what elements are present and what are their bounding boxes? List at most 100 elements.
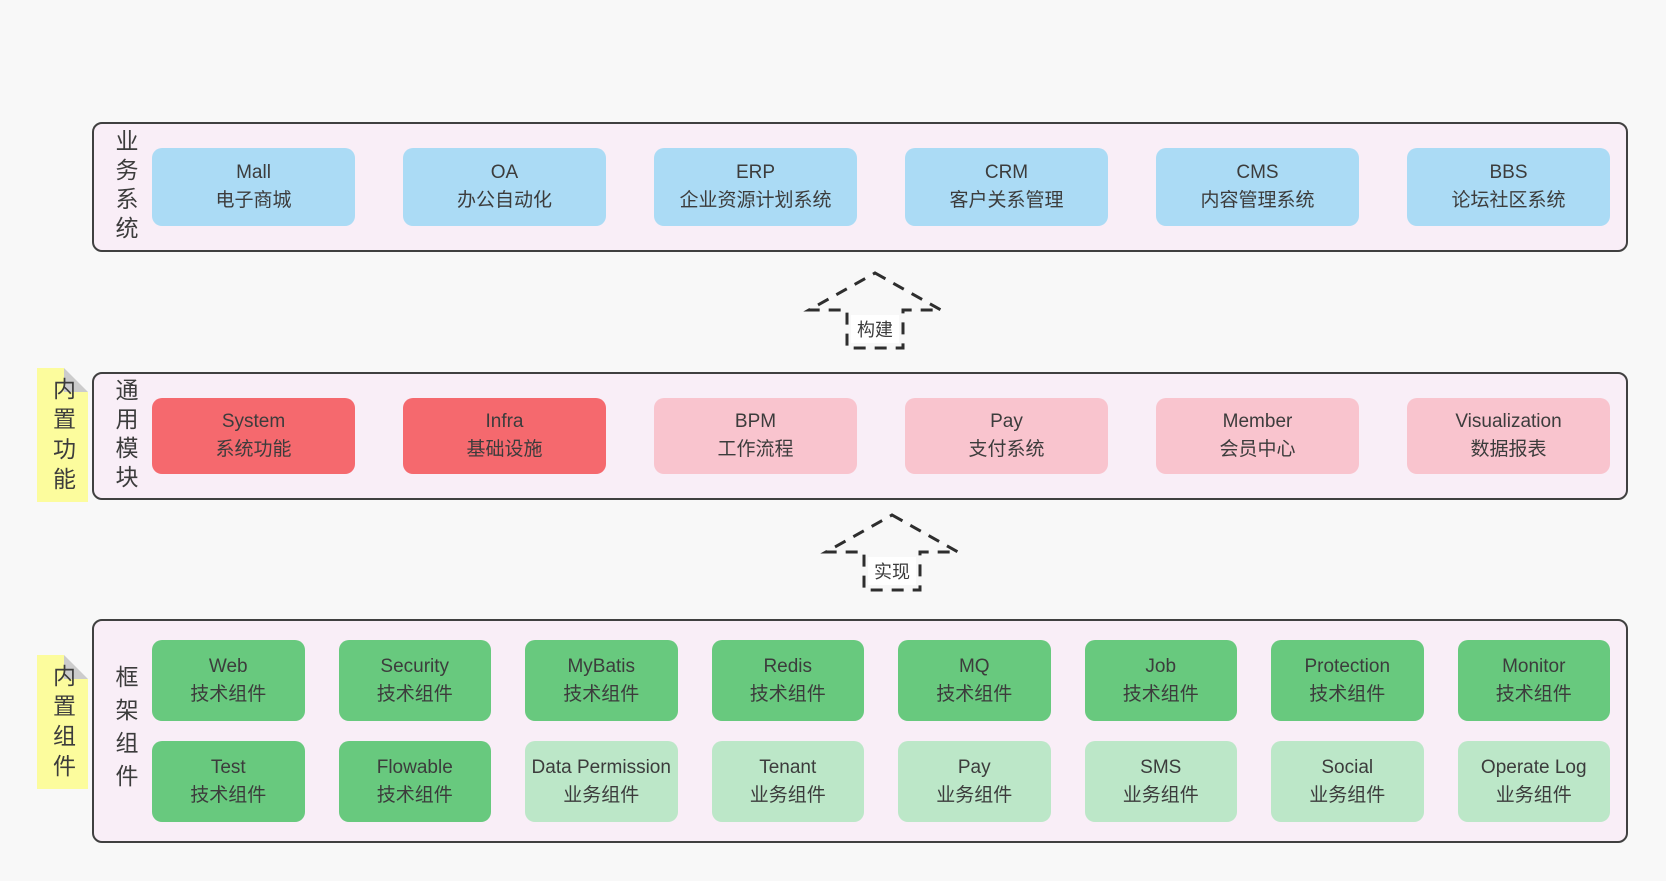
module-name: Tenant xyxy=(759,756,817,778)
module-desc: 论坛社区系统 xyxy=(1451,190,1566,211)
module-desc: 技术组件 xyxy=(1495,683,1572,705)
arrow-build-label: 构建 xyxy=(857,320,893,340)
module-desc: 业务组件 xyxy=(936,784,1013,806)
module-desc: 业务组件 xyxy=(1309,784,1386,806)
note-fold-corner xyxy=(64,368,88,392)
module-box-security: Security 技术组件 xyxy=(338,640,491,721)
module-box-protection: Protection 技术组件 xyxy=(1271,640,1424,721)
module-desc: 工作流程 xyxy=(717,439,794,460)
panel-grid-common: System 系统功能 Infra 基础设施 BPM 工作流程 Pay 支付系统 Member 会… xyxy=(152,374,1610,498)
module-desc: 会员中心 xyxy=(1219,439,1296,460)
module-name: CMS xyxy=(1236,162,1279,184)
note-label: 内置组件 xyxy=(49,664,76,784)
module-name: Pay xyxy=(990,411,1023,433)
module-desc: 技术组件 xyxy=(376,683,453,705)
module-desc: 技术组件 xyxy=(1122,683,1199,705)
module-box-bpm: BPM 工作流程 xyxy=(654,398,857,474)
module-name: OA xyxy=(490,162,519,184)
arrow-build: 构建 xyxy=(800,270,950,350)
module-box-monitor: Monitor 技术组件 xyxy=(1457,640,1610,721)
module-name: Test xyxy=(210,756,246,778)
note-fold-corner xyxy=(64,655,88,679)
module-desc: 业务组件 xyxy=(1495,784,1572,806)
module-desc: 业务组件 xyxy=(749,784,826,806)
module-desc: 客户关系管理 xyxy=(949,190,1064,211)
module-desc: 技术组件 xyxy=(936,683,1013,705)
panel-side-label: 框架组件 xyxy=(112,665,138,797)
module-name: MyBatis xyxy=(567,655,636,677)
panel-side-label: 通用模块 xyxy=(112,378,138,494)
up-block-arrow-icon: 实现 xyxy=(820,513,964,592)
module-name: Redis xyxy=(763,655,813,677)
module-name: Mall xyxy=(236,162,271,184)
module-name: Member xyxy=(1222,411,1293,433)
panel-common-modules: 通用模块 System 系统功能 Infra 基础设施 BPM 工作流程 Pay 支付系统 Me… xyxy=(92,372,1628,500)
module-name: Web xyxy=(208,655,248,677)
module-name: CRM xyxy=(984,162,1029,184)
sticky-note-built-in-features: 内置功能 xyxy=(37,368,88,502)
module-box-member: Member 会员中心 xyxy=(1156,398,1359,474)
module-name: Monitor xyxy=(1502,655,1566,677)
module-desc: 内容管理系统 xyxy=(1200,190,1315,211)
panel-side-label: 业务系统 xyxy=(112,129,138,245)
module-name: Visualization xyxy=(1455,411,1562,433)
module-desc: 办公自动化 xyxy=(456,190,552,211)
module-desc: 支付系统 xyxy=(968,439,1045,460)
module-box-infra: Infra 基础设施 xyxy=(403,398,606,474)
module-box-mall: Mall 电子商城 xyxy=(152,148,355,226)
note-label: 内置功能 xyxy=(49,377,76,497)
module-box-cms: CMS 内容管理系统 xyxy=(1156,148,1359,226)
module-box-visualization: Visualization 数据报表 xyxy=(1407,398,1610,474)
module-desc: 系统功能 xyxy=(215,439,292,460)
module-desc: 技术组件 xyxy=(1309,683,1386,705)
module-box-mybatis: MyBatis 技术组件 xyxy=(525,640,678,721)
module-name: Protection xyxy=(1304,655,1391,677)
module-box-tenant: Tenant 业务组件 xyxy=(711,741,864,822)
panel-business-systems: 业务系统 Mall 电子商城 OA 办公自动化 ERP 企业资源计划系统 CRM 客户关系管理… xyxy=(92,122,1628,252)
module-box-crm: CRM 客户关系管理 xyxy=(905,148,1108,226)
module-box-sms: SMS 业务组件 xyxy=(1084,741,1237,822)
module-name: Pay xyxy=(957,756,991,778)
module-name: ERP xyxy=(735,162,776,184)
module-desc: 技术组件 xyxy=(190,683,267,705)
module-box-web: Web 技术组件 xyxy=(152,640,305,721)
module-name: Job xyxy=(1145,655,1177,677)
module-box-job: Job 技术组件 xyxy=(1084,640,1237,721)
module-box-oa: OA 办公自动化 xyxy=(403,148,606,226)
module-box-redis: Redis 技术组件 xyxy=(711,640,864,721)
module-desc: 技术组件 xyxy=(563,683,640,705)
module-box-bbs: BBS 论坛社区系统 xyxy=(1407,148,1610,226)
module-desc: 技术组件 xyxy=(376,784,453,806)
module-name: BBS xyxy=(1489,162,1528,184)
module-name: SMS xyxy=(1140,756,1182,778)
module-box-operate-log: Operate Log 业务组件 xyxy=(1457,741,1610,822)
module-desc: 基础设施 xyxy=(466,439,543,460)
module-name: Operate Log xyxy=(1480,756,1587,778)
module-box-erp: ERP 企业资源计划系统 xyxy=(654,148,857,226)
module-desc: 技术组件 xyxy=(190,784,267,806)
module-box-pay: Pay 业务组件 xyxy=(898,741,1051,822)
module-box-pay: Pay 支付系统 xyxy=(905,398,1108,474)
module-name: BPM xyxy=(734,411,777,433)
up-block-arrow-icon: 构建 xyxy=(803,271,947,350)
module-box-test: Test 技术组件 xyxy=(152,741,305,822)
module-desc: 技术组件 xyxy=(749,683,826,705)
module-name: Security xyxy=(380,655,450,677)
arrow-implement: 实现 xyxy=(817,512,967,592)
module-desc: 业务组件 xyxy=(563,784,640,806)
arrow-implement-label: 实现 xyxy=(874,562,910,582)
module-name: System xyxy=(221,411,286,433)
module-desc: 电子商城 xyxy=(215,190,292,211)
module-name: Infra xyxy=(485,411,524,433)
module-box-system: System 系统功能 xyxy=(152,398,355,474)
module-desc: 数据报表 xyxy=(1470,439,1547,460)
module-desc: 企业资源计划系统 xyxy=(679,190,832,211)
module-name: Flowable xyxy=(376,756,453,778)
module-name: Social xyxy=(1321,756,1374,778)
module-box-flowable: Flowable 技术组件 xyxy=(338,741,491,822)
module-desc: 业务组件 xyxy=(1122,784,1199,806)
